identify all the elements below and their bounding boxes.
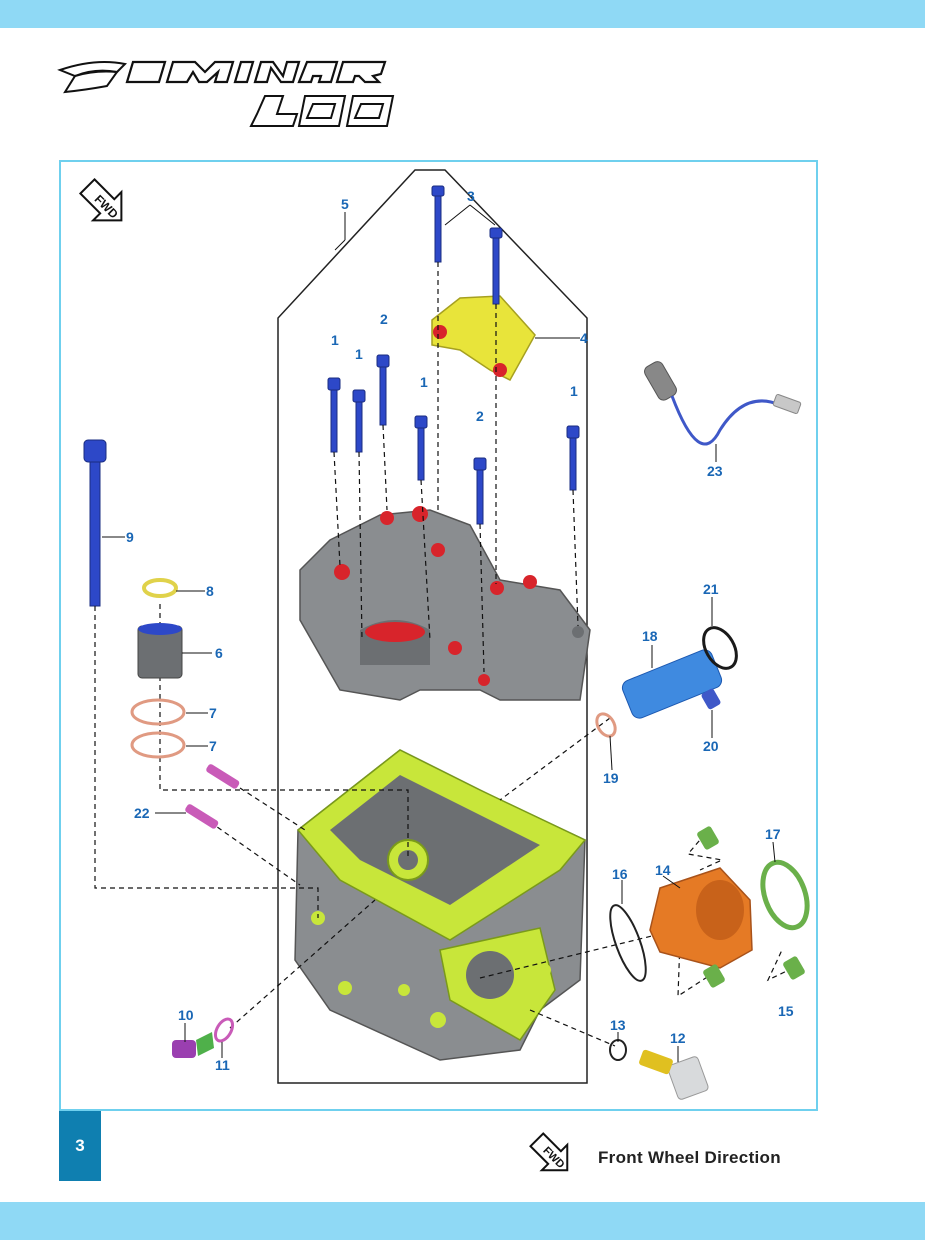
callout-11: 11: [215, 1057, 230, 1073]
callout-17: 17: [765, 826, 781, 842]
bracket-part-4: [431, 295, 536, 381]
callout-labels: 5 3 4 2 1 1 1 2 1 9 8 6 7 7 22 10 11 13 …: [126, 188, 794, 1073]
oil-seal-part-8: [142, 578, 178, 598]
legend-fwd-icon: FWD: [529, 1132, 569, 1172]
bolt-part-1a: [327, 377, 341, 453]
callout-10: 10: [178, 1007, 194, 1023]
bolt-part-1b: [352, 389, 366, 453]
o-ring-part-19: [595, 712, 617, 738]
plug-part-10: [172, 1032, 214, 1058]
callout-4: 4: [580, 330, 588, 346]
callout-5: 5: [341, 196, 349, 212]
callout-1c: 1: [420, 374, 428, 390]
dominar-400-logo: [57, 60, 395, 127]
callout-14: 14: [655, 862, 671, 878]
plug-part-20: [701, 688, 721, 710]
callout-21: 21: [703, 581, 719, 597]
callout-23: 23: [707, 463, 723, 479]
callout-18: 18: [642, 628, 658, 644]
top-accent-bar: [0, 0, 925, 28]
bolt-part-2b: [473, 457, 487, 525]
bolt-part-1d: [566, 425, 580, 491]
o-ring-part-21: [702, 626, 738, 670]
callout-2a: 2: [380, 311, 388, 327]
callout-13: 13: [610, 1017, 626, 1033]
callout-1d: 1: [570, 383, 578, 399]
washer-part-7b: [130, 731, 186, 759]
cylinder-head-group-outline: [277, 169, 588, 1084]
assembly-lines: [94, 262, 794, 1047]
camshaft-holder: [299, 506, 591, 701]
bolt-part-2a: [376, 354, 390, 426]
callout-7b: 7: [209, 738, 217, 754]
bolt-part-3b: [489, 227, 503, 305]
callout-3: 3: [467, 188, 475, 204]
screw-part-15: [697, 826, 805, 988]
callout-16: 16: [612, 866, 628, 882]
dowel-part-22a: [206, 764, 240, 789]
sensor-part-23: [644, 361, 802, 446]
bolt-part-1c: [414, 415, 428, 481]
callout-12: 12: [670, 1030, 686, 1046]
bolt-set: [83, 185, 580, 607]
sensor-part-12: [639, 1049, 709, 1100]
callout-6: 6: [215, 645, 223, 661]
callout-9: 9: [126, 529, 134, 545]
diagram-frame: [59, 160, 818, 1111]
page-number: 3: [59, 1111, 101, 1181]
dowel-part-22b: [185, 804, 219, 829]
bolt-part-3a: [431, 185, 445, 263]
cover-part-14: [649, 867, 753, 969]
callout-1b: 1: [355, 346, 363, 362]
gasket-part-16: [609, 904, 647, 982]
cylinder-head: [294, 749, 587, 1061]
fwd-arrow-icon: FWD: [78, 177, 123, 222]
leader-lines: [102, 204, 776, 1062]
long-bolt-part-9: [83, 439, 107, 607]
callout-20: 20: [703, 738, 719, 754]
bottom-accent-bar: [0, 1202, 925, 1240]
callout-15: 15: [778, 1003, 794, 1019]
clamp-part-17: [760, 859, 810, 931]
callout-22: 22: [134, 805, 150, 821]
legend-text: Front Wheel Direction: [598, 1148, 781, 1167]
callout-8: 8: [206, 583, 214, 599]
tappet-part-6: [137, 623, 183, 679]
callout-2b: 2: [476, 408, 484, 424]
callout-1a: 1: [331, 332, 339, 348]
callout-19: 19: [603, 770, 619, 786]
o-ring-part-11: [213, 1017, 235, 1043]
o-ring-part-13: [609, 1039, 627, 1061]
washer-part-7a: [130, 698, 186, 726]
callout-7a: 7: [209, 705, 217, 721]
